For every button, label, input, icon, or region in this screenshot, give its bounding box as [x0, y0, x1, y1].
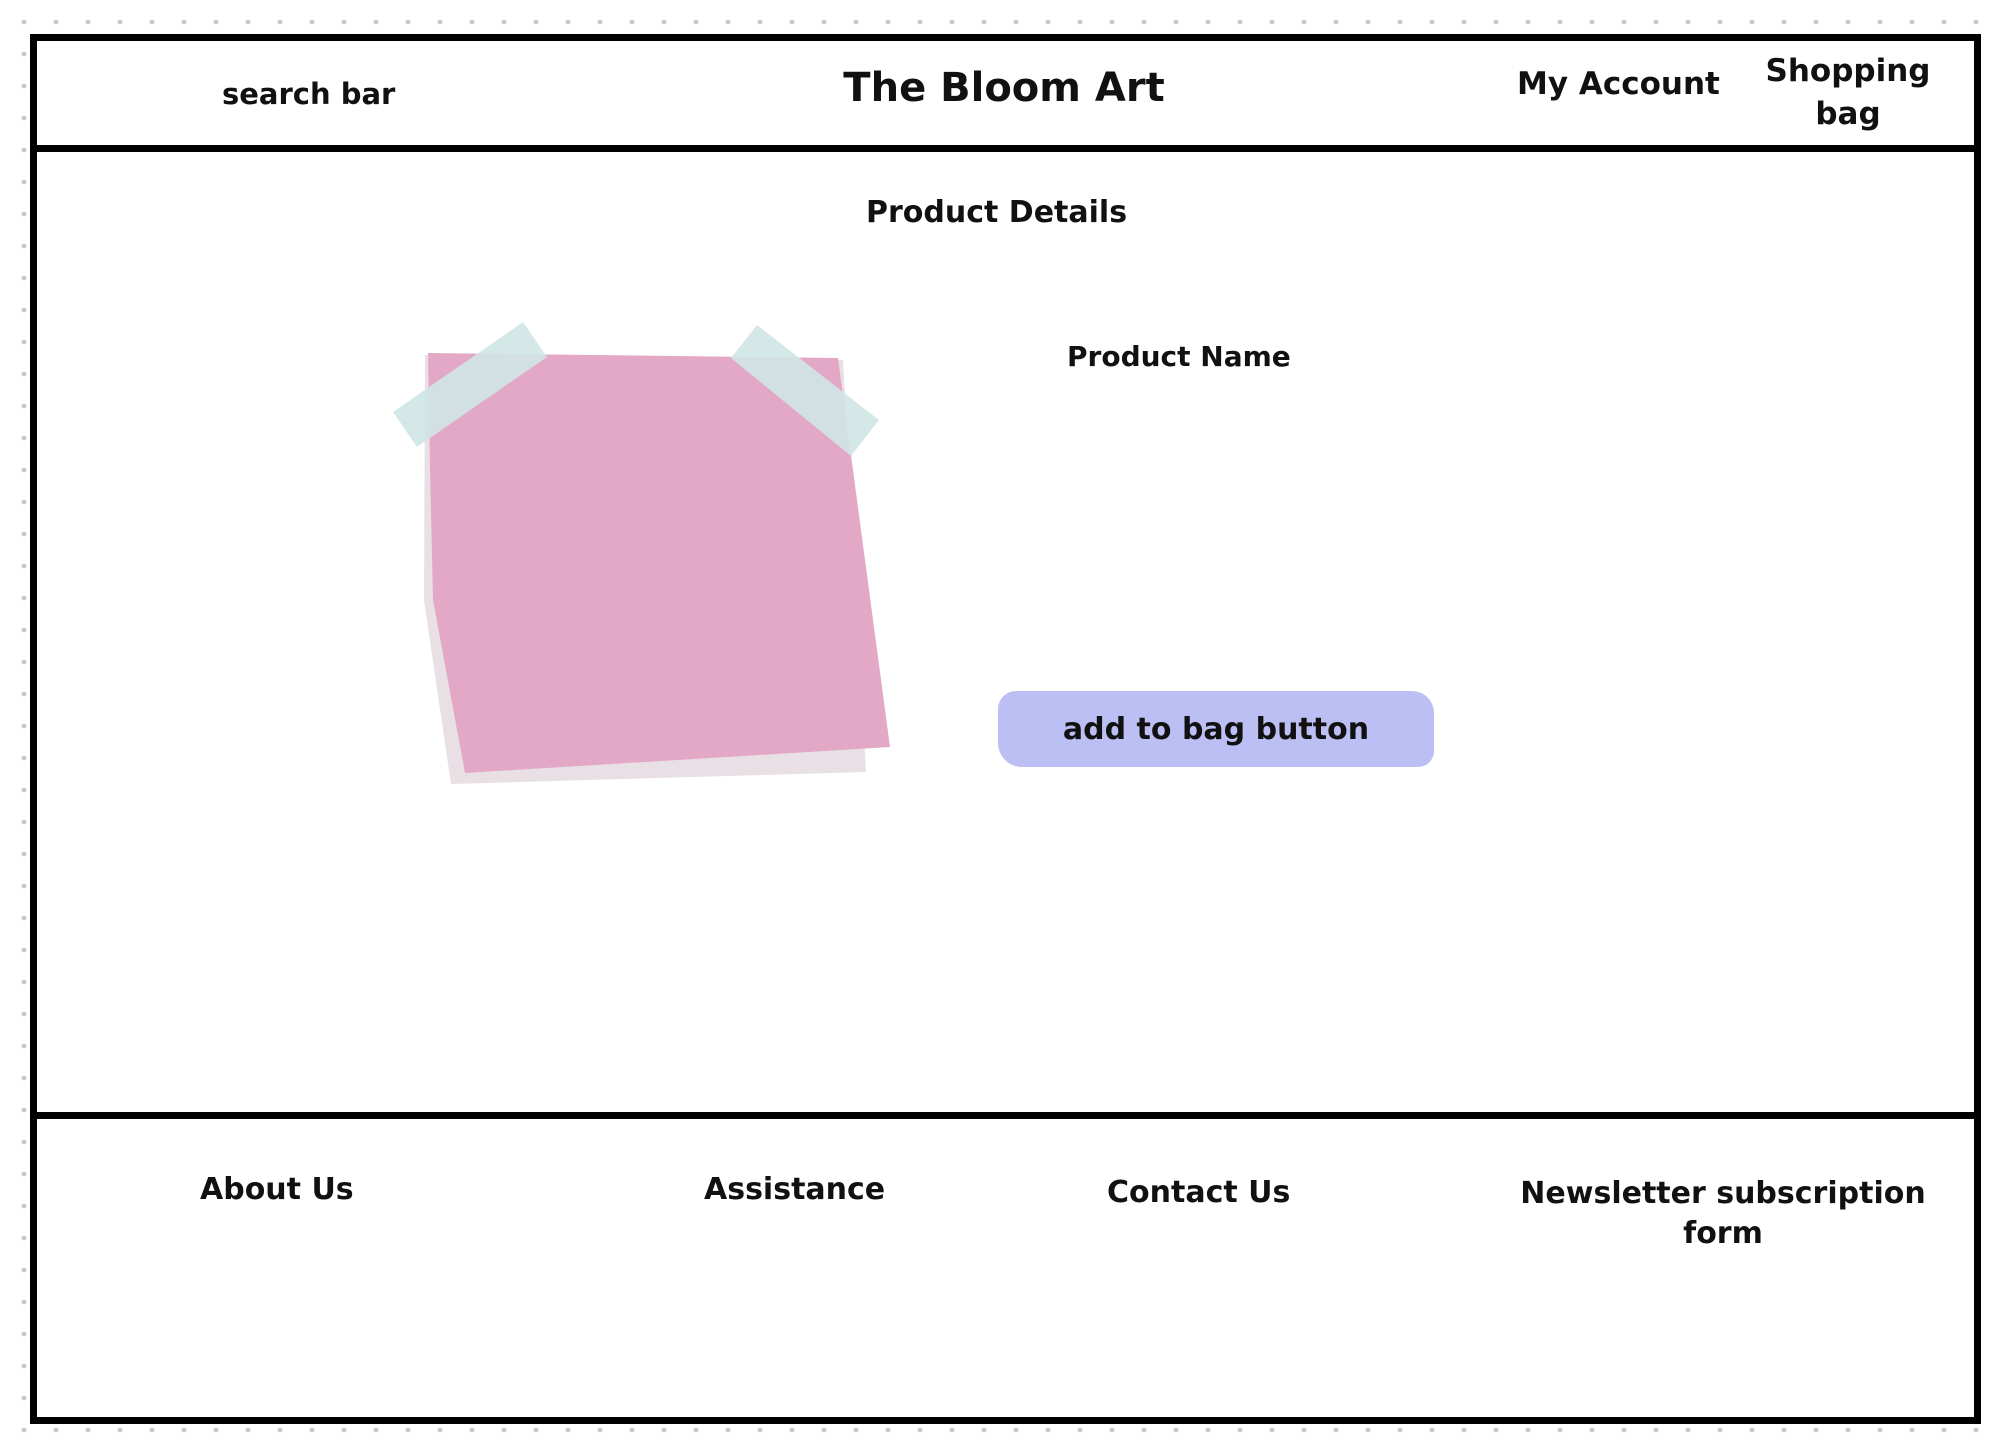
newsletter-label-line2: form: [1683, 1216, 1763, 1251]
footer-newsletter-form[interactable]: Newsletter subscription form: [1520, 1174, 1925, 1254]
newsletter-label-line1: Newsletter subscription: [1520, 1176, 1926, 1211]
header-divider: [30, 145, 1981, 152]
footer-assistance[interactable]: Assistance: [704, 1172, 886, 1207]
shopping-bag-label-line1: Shopping: [1765, 53, 1931, 89]
shopping-bag-label-line2: bag: [1815, 96, 1881, 132]
brand-title[interactable]: The Bloom Art: [843, 65, 1165, 111]
footer-divider: [30, 1112, 1981, 1119]
add-to-bag-button[interactable]: add to bag button: [998, 691, 1434, 767]
footer-contact-us[interactable]: Contact Us: [1107, 1175, 1291, 1210]
my-account-link[interactable]: My Account: [1517, 66, 1720, 102]
section-title: Product Details: [866, 195, 1128, 230]
product-name: Product Name: [1067, 340, 1291, 373]
footer-about-us[interactable]: About Us: [200, 1172, 354, 1207]
shopping-bag-link[interactable]: Shopping bag: [1766, 50, 1931, 136]
search-bar[interactable]: search bar: [222, 77, 396, 111]
